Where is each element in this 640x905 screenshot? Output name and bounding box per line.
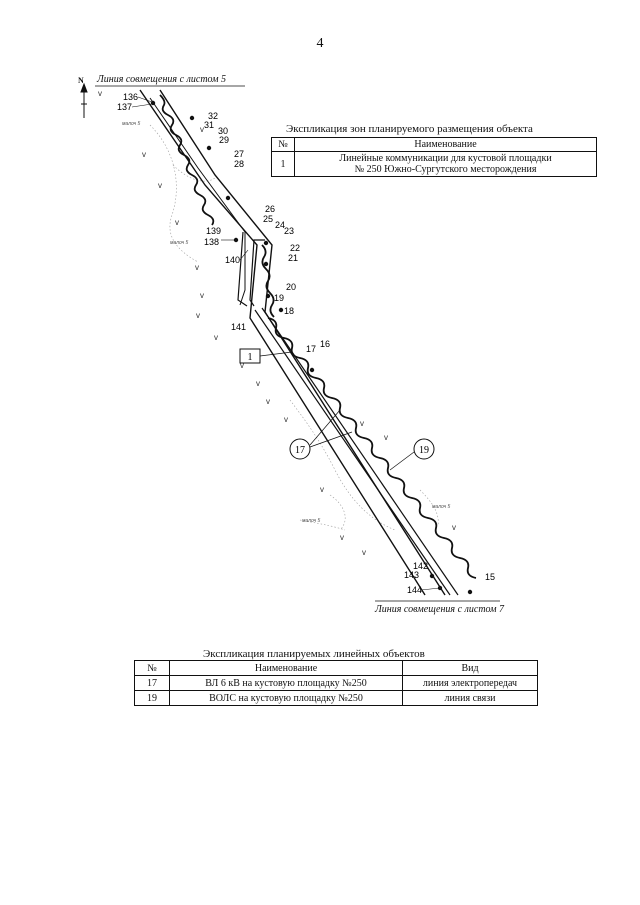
table-row: 19 ВОЛС на кустовую площадку №250 линия …: [134, 690, 538, 706]
map-symbol: малоч 5: [170, 240, 189, 246]
map-symbol: ᴠ: [340, 533, 344, 542]
point-label: 26: [265, 204, 275, 214]
map-symbol: ᴠ: [200, 125, 204, 134]
match-line-bottom: Линия совмещения с листом 7: [375, 604, 505, 615]
column-header: Вид: [402, 660, 538, 676]
point-label: 140: [225, 255, 240, 265]
point-label: 16: [320, 339, 330, 349]
table-header-row: № Наименование: [271, 137, 597, 152]
map-symbol: ᴠ: [256, 379, 260, 388]
column-header: №: [134, 660, 170, 676]
map-symbol: ᴠ: [98, 89, 102, 98]
point-label: 144: [407, 585, 422, 595]
point-label: 139: [206, 226, 221, 236]
table-row: 17 ВЛ 6 кВ на кустовую площадку №250 лин…: [134, 675, 538, 691]
map-symbol: ᴠ: [142, 150, 146, 159]
point-label: 138: [204, 237, 219, 247]
object-name: ВЛ 6 кВ на кустовую площадку №250: [169, 675, 403, 691]
point-label: 18: [284, 306, 294, 316]
line-callouts: 17 19: [289, 409, 435, 471]
line-callout-19: 19: [419, 445, 429, 456]
map-symbol: ᴠ: [362, 548, 366, 557]
map-symbol: ᴠ: [158, 181, 162, 190]
point-label: 17: [306, 344, 316, 354]
zone-boundary-right: [159, 89, 446, 596]
point-label: 31: [204, 120, 214, 130]
match-line-top: Линия совмещения с листом 5: [97, 74, 227, 85]
map-symbol: ᴠ: [196, 311, 200, 320]
zone-name-line: № 250 Южно-Сургутского месторождения: [354, 164, 537, 175]
map-symbol: ᴠ: [360, 419, 364, 428]
zone-name: Линейные коммуникации для кустовой площа…: [294, 151, 597, 177]
zones-legend-table: № Наименование 1 Линейные коммуникации д…: [271, 137, 597, 177]
map-symbol: ᴠ: [195, 263, 199, 272]
point-label: 30: [218, 126, 228, 136]
point-label: 142: [413, 561, 428, 571]
point-label: 15: [485, 572, 495, 582]
map-symbol: ᴠ: [284, 415, 288, 424]
table-header-row: № Наименование Вид: [134, 660, 538, 676]
north-label: N: [78, 76, 84, 85]
column-header: Наименование: [294, 137, 597, 152]
object-number: 19: [134, 690, 170, 706]
point-label: 143: [404, 570, 419, 580]
map-symbol: ᴠ: [452, 523, 456, 532]
map-symbol: малоч 5: [302, 518, 321, 524]
line-callout-17: 17: [295, 445, 305, 456]
point-label: 28: [234, 159, 244, 169]
point-label: 27: [234, 149, 244, 159]
zone-callout-label: 1: [248, 352, 253, 363]
linear-legend-title: Экспликация планируемых линейных объекто…: [203, 648, 425, 660]
zone-name-line: Линейные коммуникации для кустовой площа…: [339, 153, 552, 164]
swamp-labels: малоч 5 малоч 5 малоч 5 малоч 5: [122, 121, 451, 524]
vegetation-symbols: ᴠ ᴠ ᴠ ᴠ ᴠ ᴠ ᴠ ᴠ ᴠ ᴠ ᴠ ᴠ ᴠ ᴠ ᴠ ᴠ ᴠ ᴠ ᴠ: [98, 89, 456, 557]
map-symbol: ᴠ: [384, 433, 388, 442]
point-label: 136: [123, 92, 138, 102]
map-symbol: ᴠ: [175, 218, 179, 227]
point-label: 29: [219, 135, 229, 145]
page-number: 4: [316, 36, 324, 51]
point-label: 19: [274, 293, 284, 303]
point-label: 22: [290, 243, 300, 253]
object-type: линия электропередач: [402, 675, 538, 691]
point-label: 24: [275, 220, 285, 230]
leader-lines: [131, 96, 441, 591]
point-label: 32: [208, 111, 218, 121]
map-symbol: ᴠ: [200, 291, 204, 300]
zone-number: 1: [271, 151, 295, 177]
power-line-17: [159, 94, 477, 579]
linear-legend-table: № Наименование Вид 17 ВЛ 6 кВ на кустову…: [134, 660, 538, 706]
inner-corridor-line: [149, 97, 246, 306]
map-symbol: ᴠ: [266, 397, 270, 406]
point-label: 20: [286, 282, 296, 292]
map-symbol: ᴠ: [240, 361, 244, 370]
map-symbol: ᴠ: [320, 485, 324, 494]
corridor-lines: [237, 231, 459, 596]
point-label: 137: [117, 102, 132, 112]
column-header: Наименование: [169, 660, 403, 676]
column-header: №: [271, 137, 295, 152]
map-symbol: малоч 5: [432, 504, 451, 510]
map-symbol: малоч 5: [122, 121, 141, 127]
object-name: ВОЛС на кустовую площадку №250: [169, 690, 403, 706]
zone-boundary: [139, 89, 446, 596]
point-label: 141: [231, 322, 246, 332]
table-row: 1 Линейные коммуникации для кустовой пло…: [271, 151, 597, 177]
object-number: 17: [134, 675, 170, 691]
zones-legend-title: Экспликация зон планируемого размещения …: [286, 123, 533, 135]
object-type: линия связи: [402, 690, 538, 706]
point-label: 23: [284, 226, 294, 236]
north-arrow: [80, 82, 88, 118]
map-symbol: ᴠ: [214, 333, 218, 342]
zone-callout: 1: [239, 348, 293, 364]
terrain-contours: [149, 124, 439, 531]
point-label: 25: [263, 214, 273, 224]
zone-boundary-left: [139, 89, 426, 596]
point-labels: 136 137 32 31 30 29 27 28 26 25 24 23 22…: [117, 92, 495, 595]
point-label: 21: [288, 253, 298, 263]
